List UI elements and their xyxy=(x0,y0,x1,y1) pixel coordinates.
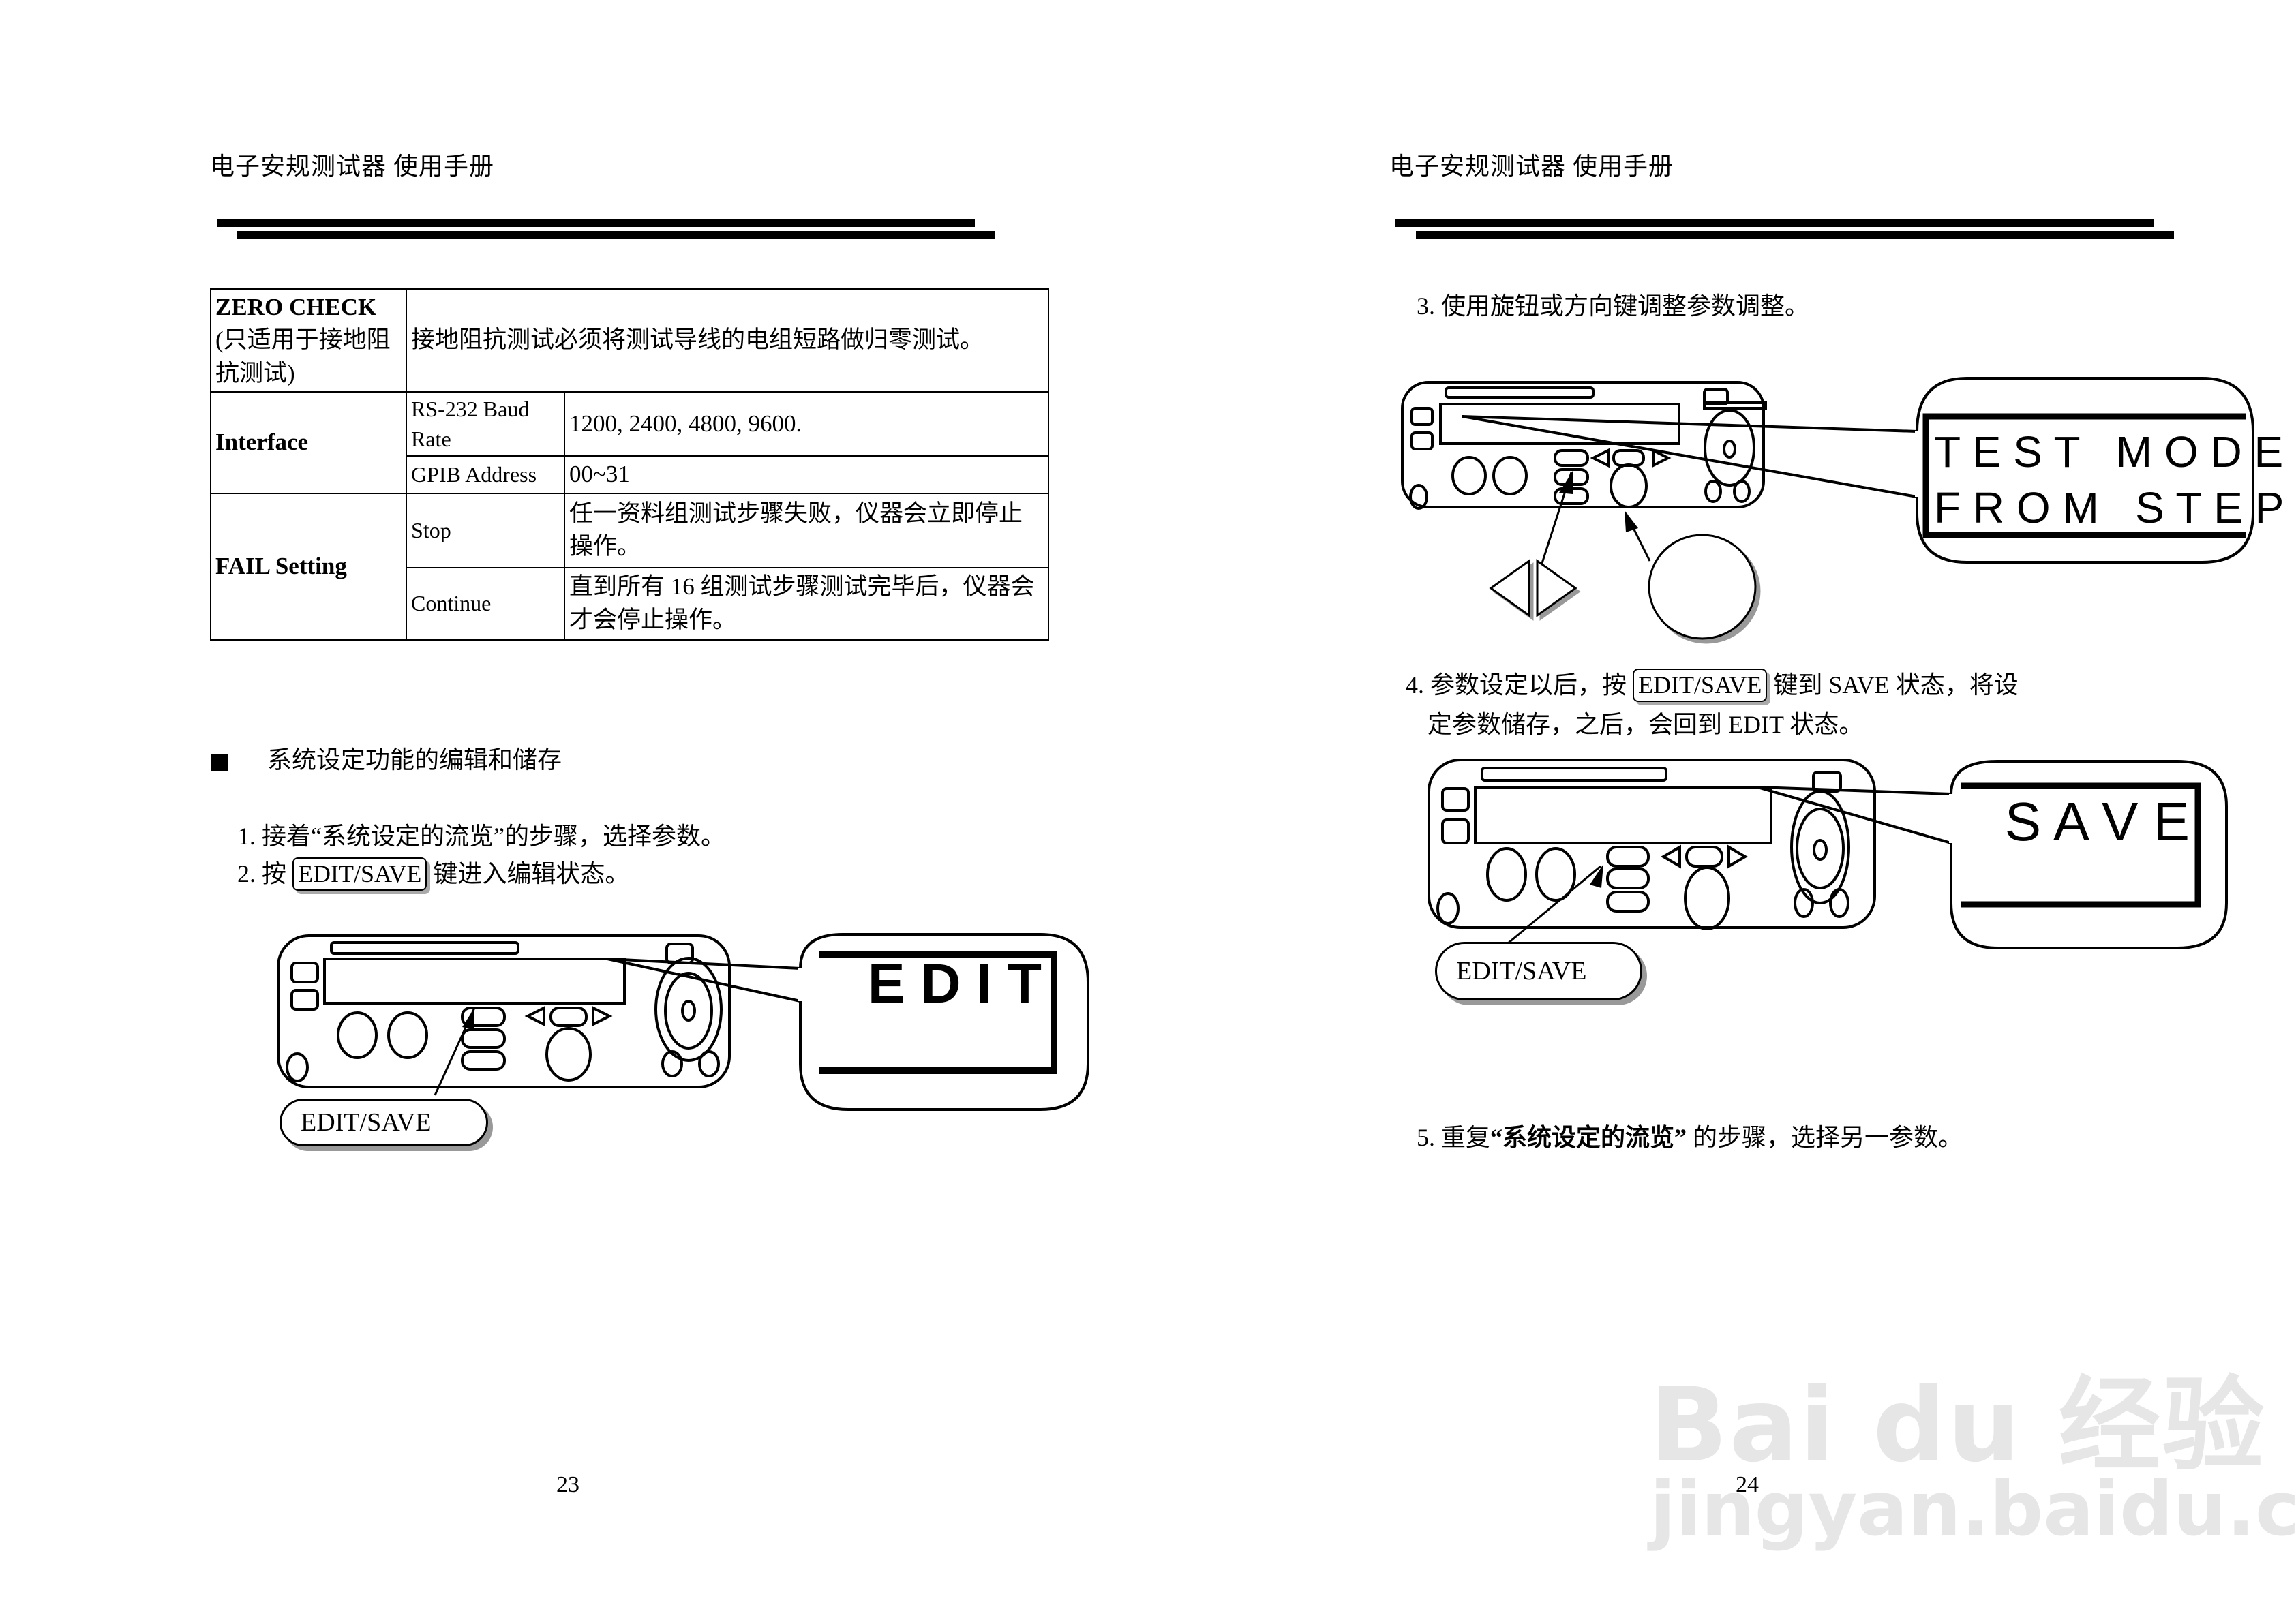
right-page-number: 24 xyxy=(1736,1472,1759,1497)
rotary-knob-icon xyxy=(1648,534,1757,640)
right-header-rule-top xyxy=(1395,219,2154,227)
baidu-watermark-logo: Bai du 经验 xyxy=(1650,1366,2266,1485)
zero-check-note: (只适用于接地阻抗测试) xyxy=(215,326,391,386)
step-2: 2. 按 EDIT/SAVE 键进入编辑状态。 xyxy=(237,855,629,893)
interface-label: Interface xyxy=(210,391,407,494)
edit-save-key-label: EDIT/SAVE xyxy=(1435,942,1642,1000)
edit-save-key: EDIT/SAVE xyxy=(292,857,427,891)
left-page-number: 23 xyxy=(556,1472,579,1497)
step-4-suffix: 键到 SAVE 状态，将设 xyxy=(1773,671,2019,699)
display-edit-text: E D I T xyxy=(868,953,1042,1015)
display-from-step-line: F R O M S T E P xyxy=(1934,483,2284,532)
section-title: 系统设定功能的编辑和储存 xyxy=(267,746,562,774)
table-row: ZERO CHECK (只适用于接地阻抗测试) 接地阻抗测试必须将测试导线的电组… xyxy=(210,288,1049,393)
left-header-rule-bottom xyxy=(237,231,995,239)
edit-save-key-label: EDIT/SAVE xyxy=(280,1099,488,1146)
device-adjust-diagram: T E S T M O D E F R O M S T E P xyxy=(1401,377,2284,640)
table-row: FAIL Setting Stop 任一资料组测试步骤失败，仪器会立即停止操作。 xyxy=(210,492,1049,641)
table-row: Interface RS-232 Baud Rate 1200, 2400, 4… xyxy=(210,391,1049,494)
section-bullet-icon xyxy=(211,754,228,771)
baidu-watermark-url: jingyan.baidu.com xyxy=(1650,1465,2296,1552)
step-3: 3. 使用旋钮或方向键调整参数调整。 xyxy=(1417,292,1810,320)
zero-check-label: ZERO CHECK (只适用于接地阻抗测试) xyxy=(210,288,407,393)
step-5: 5. 重复“系统设定的流览” 的步骤，选择另一参数。 xyxy=(1417,1119,1963,1157)
gpib-value: 00~31 xyxy=(564,455,1049,494)
step-2-prefix: 2. 按 xyxy=(237,860,287,887)
zero-check-title: ZERO CHECK xyxy=(215,294,377,320)
device-front-panel-diagram: E D I T xyxy=(277,933,1089,1111)
step-1: 1. 接着“系统设定的流览”的步骤，选择参数。 xyxy=(237,823,725,850)
step-4: 4. 参数设定以后，按 EDIT/SAVE 键到 SAVE 状态，将设 xyxy=(1406,667,2019,705)
stop-value: 任一资料组测试步骤失败，仪器会立即停止操作。 xyxy=(564,492,1049,568)
step-4-continued: 定参数储存，之后，会回到 EDIT 状态。 xyxy=(1428,711,1864,738)
right-page-header: 电子安规测试器 使用手册 xyxy=(1389,153,1674,180)
continue-value: 直到所有 16 组测试步骤测试完毕后，仪器会才会停止操作。 xyxy=(564,566,1049,641)
direction-keys-icon xyxy=(1489,559,1577,617)
step-5-prefix: 5. 重复 xyxy=(1417,1124,1491,1151)
table-row: GPIB Address 00~31 xyxy=(211,455,1049,494)
rs232-label: RS-232 Baud Rate xyxy=(406,391,565,457)
continue-label: Continue xyxy=(406,566,565,641)
right-header-rule-bottom xyxy=(1416,231,2174,239)
display-save-text: S A V E xyxy=(2005,791,2190,852)
system-settings-table: ZERO CHECK (只适用于接地阻抗测试) 接地阻抗测试必须将测试导线的电组… xyxy=(210,288,1049,641)
left-page-header: 电子安规测试器 使用手册 xyxy=(210,153,495,180)
stop-label: Stop xyxy=(406,492,565,568)
table-row: Continue 直到所有 16 组测试步骤测试完毕后，仪器会才会停止操作。 xyxy=(211,566,1049,641)
edit-save-key: EDIT/SAVE xyxy=(1633,669,1768,702)
step-4-prefix: 4. 参数设定以后，按 xyxy=(1406,671,1627,699)
step-5-suffix: 的步骤，选择另一参数。 xyxy=(1687,1124,1963,1151)
left-header-rule-top xyxy=(217,219,975,227)
zero-check-value: 接地阻抗测试必须将测试导线的电组短路做归零测试。 xyxy=(406,288,1049,393)
device-save-diagram: S A V E xyxy=(1428,759,2228,955)
gpib-label: GPIB Address xyxy=(406,455,565,494)
fail-setting-label: FAIL Setting xyxy=(210,492,407,641)
display-test-mode-line: T E S T M O D E xyxy=(1934,427,2283,476)
rs232-value: 1200, 2400, 4800, 9600. xyxy=(564,391,1049,457)
step-2-suffix: 键进入编辑状态。 xyxy=(433,860,630,887)
step-5-quoted: “系统设定的流览” xyxy=(1490,1124,1687,1151)
